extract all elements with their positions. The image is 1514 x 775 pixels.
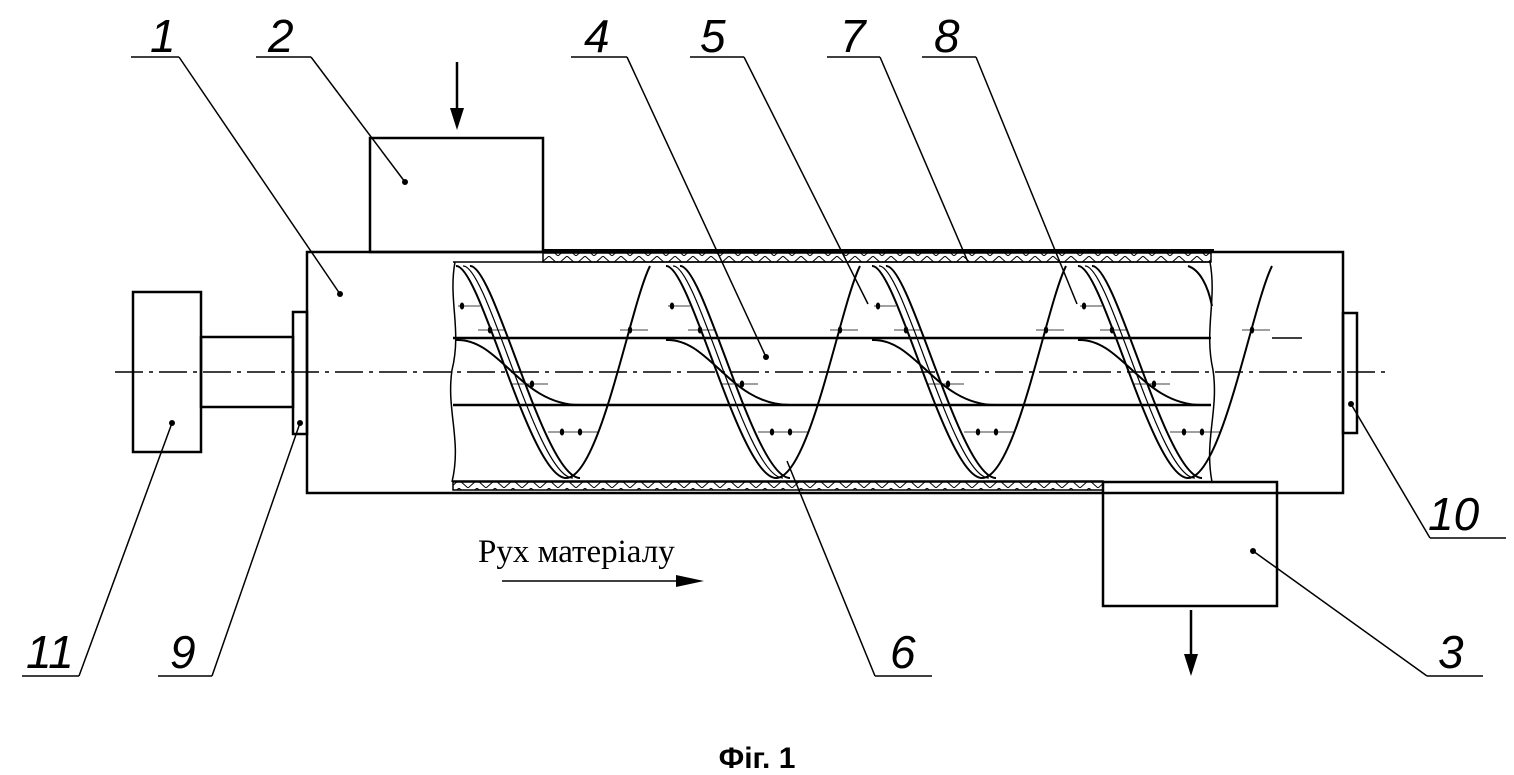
material-flow-indicator: Рух матеріалу xyxy=(478,534,704,587)
callouts: 1 2 4 5 7 8 10 11 9 6 xyxy=(22,10,1506,678)
callout-2: 2 xyxy=(267,10,294,62)
inlet-hopper xyxy=(368,62,545,254)
callout-7: 7 xyxy=(840,10,867,62)
right-bearing xyxy=(1341,311,1359,435)
left-bearing xyxy=(291,310,309,436)
outlet-chute xyxy=(1101,480,1279,676)
figure-caption: Фіг. 1 xyxy=(719,742,796,775)
callout-11: 11 xyxy=(26,626,74,678)
callout-5: 5 xyxy=(700,10,726,62)
callout-1: 1 xyxy=(150,10,176,62)
callout-4: 4 xyxy=(584,10,610,62)
callout-6: 6 xyxy=(890,626,916,678)
flow-label: Рух матеріалу xyxy=(478,534,675,570)
callout-8: 8 xyxy=(934,10,960,62)
screw-trough-cutaway xyxy=(449,249,1216,491)
callout-10: 10 xyxy=(1428,488,1480,540)
callout-9: 9 xyxy=(170,626,196,678)
callout-3: 3 xyxy=(1438,626,1464,678)
